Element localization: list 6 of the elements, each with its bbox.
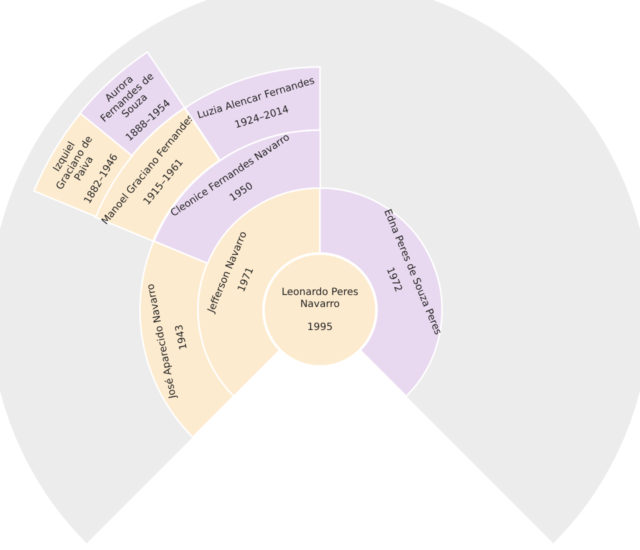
life-years: 1943 <box>173 324 190 352</box>
life-years: 1971 <box>236 266 256 294</box>
life-years: 1972 <box>383 266 404 294</box>
person-name: Leonardo Peres Navarro <box>280 286 360 310</box>
life-years: 1995 <box>307 322 333 334</box>
person-segment <box>263 253 377 367</box>
